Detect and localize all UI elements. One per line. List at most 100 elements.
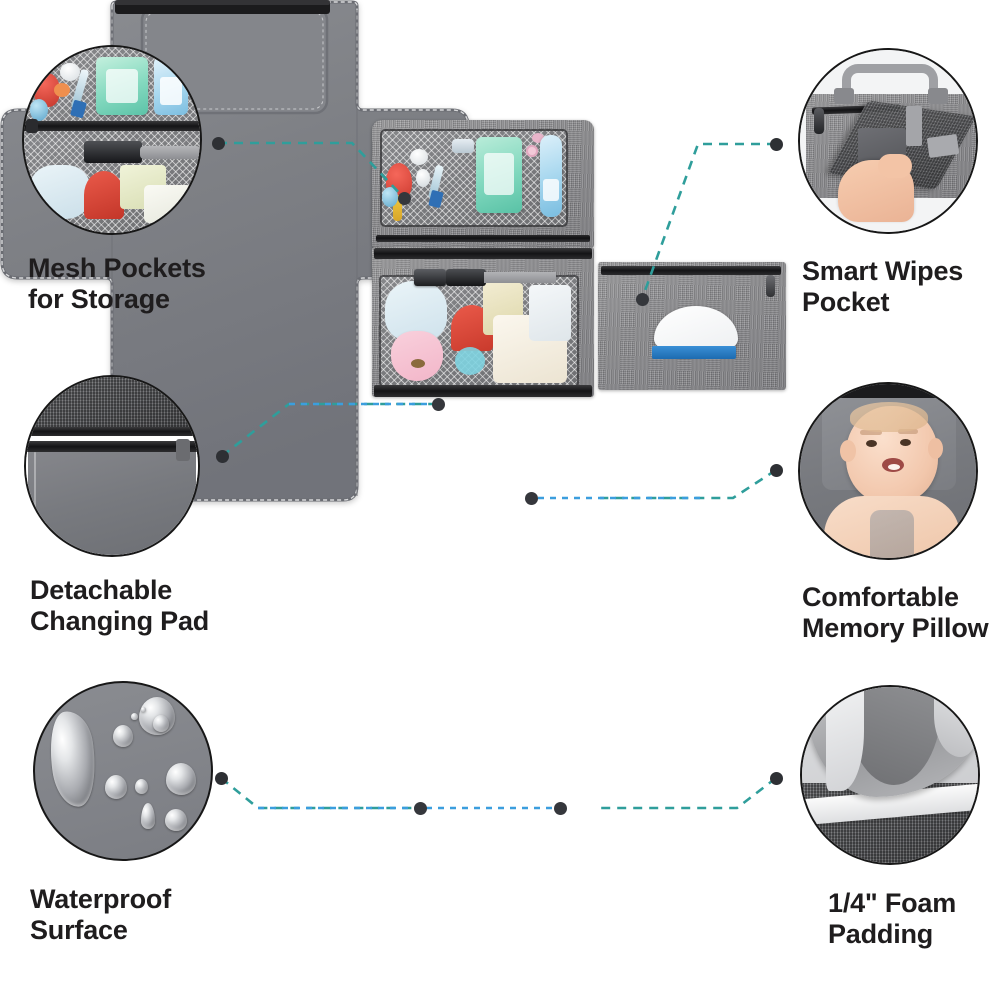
zipper-upper-icon: [26, 427, 198, 436]
marker-dot-smart-wipes: [769, 137, 783, 151]
white-cloth2-icon: [144, 185, 192, 223]
callout-mesh-pockets[interactable]: Mesh Pockets for Storage: [22, 45, 362, 335]
marker-dot-detachable: [215, 449, 229, 463]
blue-sock-icon: [455, 347, 485, 375]
strap-icon: [140, 146, 200, 159]
baby-teeth-icon: [888, 464, 900, 470]
wipes-pack-label-icon: [484, 153, 514, 195]
callout-caption-smart-wipes-pocket: Smart Wipes Pocket: [802, 256, 964, 318]
lotion-label-icon: [160, 77, 182, 105]
teether-ring-icon: [526, 145, 538, 157]
organizer-mid-mesh: [379, 275, 579, 387]
callout-image-detachable-changing-pad: [24, 375, 200, 557]
toy-egg-icon: [416, 169, 430, 187]
vinyl-edge-right: [934, 687, 978, 757]
marker-dot-pillow-callout: [769, 463, 783, 477]
buckle-icon: [84, 141, 142, 163]
marker-dot-top-flap: [397, 191, 411, 205]
wipes-pack-blue-icon: [652, 346, 736, 359]
marker-dot-pad-left: [413, 801, 427, 815]
callout-smart-wipes-pocket[interactable]: Smart Wipes Pocket: [798, 48, 998, 338]
wipes-pocket: [598, 262, 786, 390]
zipper-lower-icon: [26, 441, 198, 452]
water-drop-8: [141, 803, 155, 829]
zipper-pull-icon: [814, 108, 824, 134]
water-drop-3: [113, 725, 133, 747]
zipper-mid: [374, 248, 592, 259]
callout-foam-padding[interactable]: 1/4" Foam Padding: [800, 685, 1000, 975]
pacifier-icon: [410, 149, 428, 165]
water-drop-10: [131, 713, 138, 720]
thermometer-tip-icon: [428, 189, 444, 209]
zipper-icon: [24, 121, 200, 131]
callout-detachable-changing-pad[interactable]: Detachable Changing Pad: [24, 375, 364, 665]
buckle-right: [446, 269, 486, 286]
buckle-left: [414, 269, 446, 286]
marker-dot-wipes-pocket: [635, 292, 649, 306]
spoon-icon: [54, 83, 70, 97]
callout-image-foam-padding: [800, 685, 980, 865]
callout-comfortable-memory-pillow[interactable]: Comfortable Memory Pillow: [798, 382, 1000, 672]
pacifier-icon: [60, 63, 80, 81]
zipper-pull-icon: [766, 275, 775, 297]
baby-brow-right: [898, 429, 918, 434]
callout-image-comfortable-memory-pillow: [798, 382, 978, 560]
lotion-label-icon: [543, 179, 559, 201]
marker-dot-pad-right: [553, 801, 567, 815]
callout-caption-waterproof-surface: Waterproof Surface: [30, 884, 171, 946]
water-drop-large: [44, 708, 102, 810]
white-cloth-icon: [30, 165, 90, 219]
water-drop-5: [166, 763, 196, 795]
toy-ball-icon: [382, 187, 398, 207]
thumb-icon: [878, 154, 912, 178]
buckle-strap: [484, 272, 556, 283]
teether-ring2-icon: [532, 133, 544, 143]
water-drop-7: [135, 779, 148, 794]
baby-eye-left: [866, 440, 877, 447]
lotion-bottle-icon: [540, 135, 562, 217]
baby-diaper-icon: [870, 510, 914, 558]
handle-anchor-right: [928, 88, 948, 104]
wipes-label-icon: [106, 69, 138, 103]
water-drop-4: [153, 715, 169, 732]
velcro-tab-1: [906, 106, 922, 146]
baby-brow-left: [860, 430, 882, 435]
organizer-top-mesh: [380, 129, 568, 227]
pad-binding: [800, 384, 976, 402]
callout-caption-comfortable-memory-pillow: Comfortable Memory Pillow: [802, 582, 989, 644]
marker-dot-waterproof: [214, 771, 228, 785]
water-drop-11: [141, 707, 146, 712]
wipe-sheet-icon: [654, 306, 738, 350]
organizer-mid-pocket: [372, 247, 594, 397]
velcro-tab-2: [926, 134, 960, 158]
toy-ball-icon: [30, 99, 48, 121]
zipper-top: [376, 235, 590, 242]
marker-dot-mid-pocket: [431, 397, 445, 411]
clip-icon: [452, 139, 474, 153]
pad-edge-line: [34, 452, 36, 555]
baby-eye-right: [900, 439, 911, 446]
pad-attach-zipper: [374, 385, 592, 397]
callout-image-mesh-pockets: [22, 45, 202, 235]
pad-tab: [176, 439, 190, 461]
zipper-pull-icon: [26, 119, 38, 133]
water-drop-6: [105, 775, 127, 799]
gap: [26, 436, 198, 442]
baby-ear-right: [928, 438, 943, 459]
callout-image-smart-wipes-pocket: [798, 48, 978, 234]
organizer-top-flap: [372, 120, 594, 248]
callout-waterproof-surface[interactable]: Waterproof Surface: [30, 681, 373, 971]
callout-caption-foam-padding: 1/4" Foam Padding: [828, 888, 957, 950]
water-drop-9: [165, 809, 187, 831]
callout-caption-detachable-changing-pad: Detachable Changing Pad: [30, 575, 210, 637]
bib-bow-icon: [411, 359, 425, 368]
pink-bib-icon: [391, 331, 443, 381]
zipper-wipes: [601, 266, 781, 275]
baby-ear-left: [840, 440, 856, 462]
marker-dot-foam-padding: [769, 771, 783, 785]
marker-dot-pillow: [524, 491, 538, 505]
white-cloth-icon: [529, 285, 571, 341]
red-hat-icon: [84, 171, 124, 219]
handle-anchor-left: [834, 88, 854, 104]
